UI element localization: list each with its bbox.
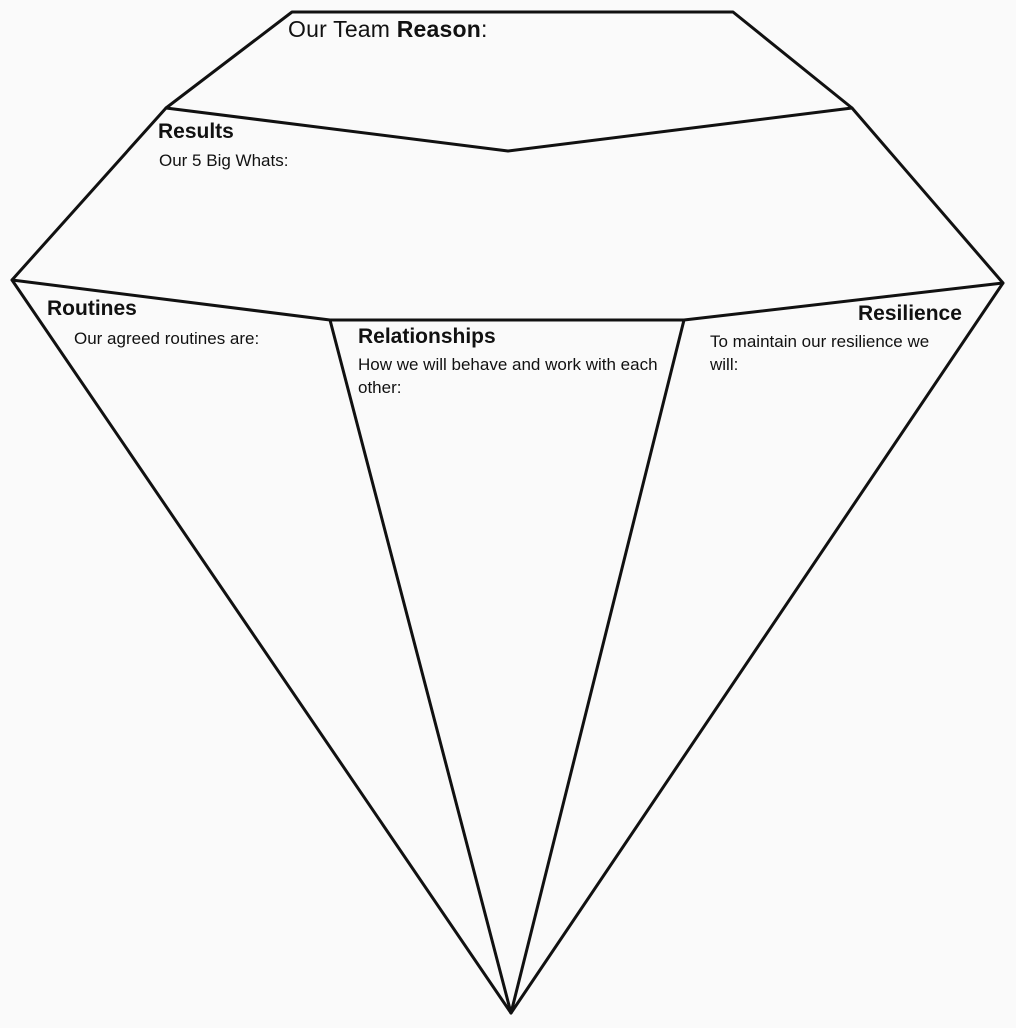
- diamond-outline: [10, 10, 1005, 1015]
- reason-band-divider: [164, 106, 854, 153]
- relationships-right-edge: [509, 318, 686, 1015]
- title-emphasis: Reason: [396, 16, 482, 42]
- routines-subtext: Our agreed routines are:: [74, 329, 260, 348]
- results-band-divider: [10, 278, 1005, 322]
- title-suffix: :: [481, 16, 488, 42]
- results-subtext: Our 5 Big Whats:: [159, 151, 289, 170]
- relationships-heading: Relationships: [358, 325, 496, 348]
- team-reason-title: Our Team Reason:: [288, 16, 488, 43]
- relationships-subtext: How we will behave and work with each ot…: [358, 355, 658, 397]
- routines-heading: Routines: [47, 297, 137, 320]
- resilience-heading: Resilience: [858, 302, 962, 325]
- relationships-left-edge: [328, 318, 513, 1015]
- title-prefix: Our Team: [288, 16, 397, 42]
- resilience-subtext: To maintain our resilience we will:: [710, 332, 930, 374]
- results-heading: Results: [158, 120, 234, 143]
